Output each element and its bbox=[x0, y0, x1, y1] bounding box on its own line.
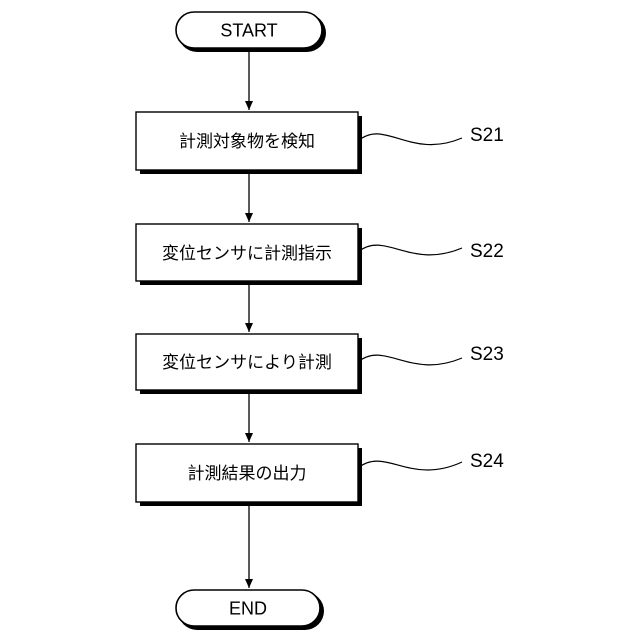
end-terminal: END bbox=[176, 590, 324, 630]
step-label-s24: S24 bbox=[470, 451, 504, 472]
step-label-s23: S23 bbox=[470, 344, 504, 365]
start-terminal: START bbox=[176, 12, 326, 52]
process-step-s23: 変位センサにより計測 bbox=[136, 334, 362, 394]
start-label: START bbox=[220, 21, 277, 41]
step-label-s21: S21 bbox=[470, 125, 504, 146]
callout-line bbox=[358, 245, 462, 255]
process-step-s24: 計測結果の出力 bbox=[136, 444, 362, 506]
end-label: END bbox=[229, 599, 267, 619]
step-label-s22: S22 bbox=[470, 241, 504, 262]
callout-line bbox=[358, 134, 462, 145]
callout-line bbox=[358, 355, 462, 365]
process-step-s21: 計測対象物を検知 bbox=[136, 112, 362, 174]
process-step-s22: 変位センサに計測指示 bbox=[136, 224, 362, 285]
step-text: 計測対象物を検知 bbox=[179, 132, 315, 152]
callout-line bbox=[358, 461, 462, 470]
step-text: 変位センサに計測指示 bbox=[162, 244, 332, 264]
step-text: 変位センサにより計測 bbox=[162, 353, 332, 373]
step-text: 計測結果の出力 bbox=[188, 464, 307, 484]
